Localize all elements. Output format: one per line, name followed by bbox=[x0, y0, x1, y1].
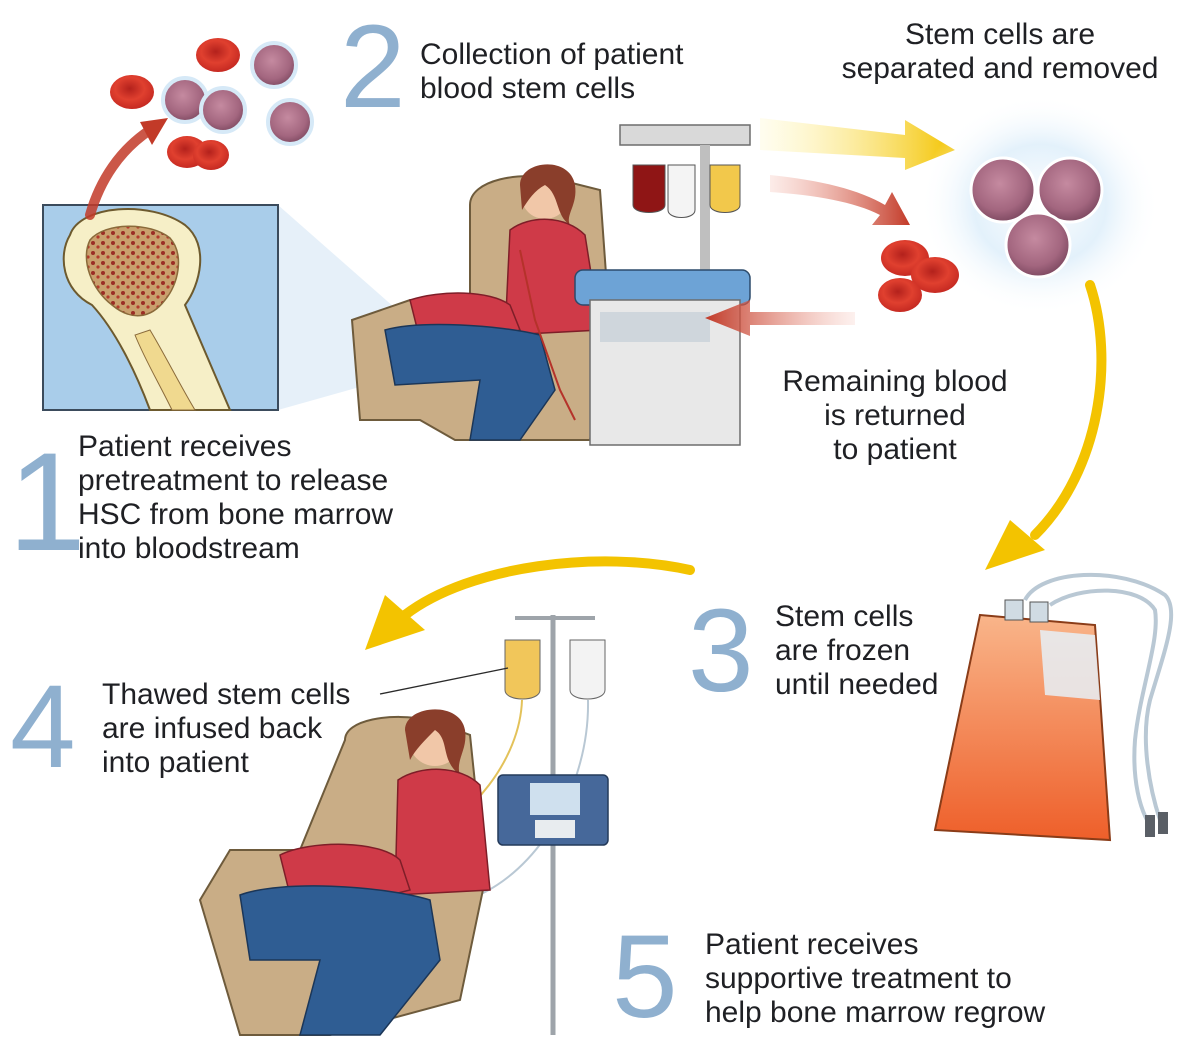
step-3-line: until needed bbox=[775, 668, 938, 702]
step-2-caption: Collection of patient blood stem cells bbox=[420, 38, 684, 106]
step-4-caption: Thawed stem cells are infused back into … bbox=[102, 678, 350, 780]
callout-leader-line bbox=[380, 668, 508, 694]
step-2-line: blood stem cells bbox=[420, 72, 684, 106]
step-3-number: 3 bbox=[688, 592, 754, 710]
yellow-arrow-to-freeze bbox=[1035, 285, 1101, 535]
step-5-caption: Patient receives supportive treatment to… bbox=[705, 928, 1045, 1030]
step-1-caption: Patient receives pretreatment to release… bbox=[78, 430, 393, 566]
returned-callout-line: is returned bbox=[770, 399, 1020, 433]
step-1-line: Patient receives bbox=[78, 430, 393, 464]
step-1-line: pretreatment to release bbox=[78, 464, 393, 498]
separated-callout-line: separated and removed bbox=[825, 52, 1175, 86]
step-5-number: 5 bbox=[612, 918, 678, 1036]
step-1-line: HSC from bone marrow bbox=[78, 498, 393, 532]
step-2-line: Collection of patient bbox=[420, 38, 684, 72]
step-2-number: 2 bbox=[340, 8, 406, 126]
step-1-line: into bloodstream bbox=[78, 532, 393, 566]
frozen-stem-cell-bag bbox=[935, 575, 1171, 840]
returned-callout-line: Remaining blood bbox=[770, 365, 1020, 399]
step-5-line: supportive treatment to bbox=[705, 962, 1045, 996]
step-1-number: 1 bbox=[8, 432, 86, 572]
step-4-line: Thawed stem cells bbox=[102, 678, 350, 712]
step-3-caption: Stem cells are frozen until needed bbox=[775, 600, 938, 702]
apheresis-patient bbox=[352, 164, 610, 440]
step-5-line: Patient receives bbox=[705, 928, 1045, 962]
returned-callout-line: to patient bbox=[770, 433, 1020, 467]
step-3-line: Stem cells bbox=[775, 600, 938, 634]
release-arrow bbox=[90, 130, 150, 215]
released-cells bbox=[110, 38, 312, 170]
yellow-arrow-to-infusion bbox=[405, 561, 690, 615]
step-5-line: help bone marrow regrow bbox=[705, 996, 1045, 1030]
red-arrow-to-blood-cells bbox=[770, 175, 910, 225]
separated-callout-line: Stem cells are bbox=[825, 18, 1175, 52]
step-4-number: 4 bbox=[10, 668, 76, 786]
returned-callout: Remaining blood is returned to patient bbox=[770, 365, 1020, 467]
separated-callout: Stem cells are separated and removed bbox=[825, 18, 1175, 86]
step-4-line: are infused back bbox=[102, 712, 350, 746]
yellow-arrow-to-stem-cells bbox=[760, 118, 955, 170]
apheresis-machine bbox=[575, 125, 750, 445]
step-3-line: are frozen bbox=[775, 634, 938, 668]
step-4-line: into patient bbox=[102, 746, 350, 780]
